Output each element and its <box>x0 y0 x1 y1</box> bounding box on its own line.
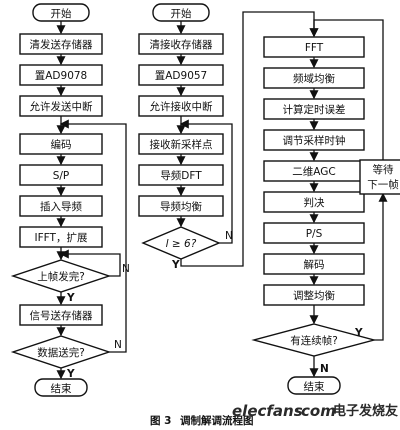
decode-label: 解码 <box>304 258 325 271</box>
pilot-eq-label: 导频均衡 <box>160 200 202 213</box>
insert-pilot-label: 插入导频 <box>40 200 82 213</box>
right-end-terminal <box>287 376 341 395</box>
watermark-com: com <box>301 402 336 420</box>
recv-sample-label: 接收新采样点 <box>150 138 213 151</box>
fft-label: FFT <box>305 42 324 54</box>
encode-label: 编码 <box>51 138 72 151</box>
left-end-terminal <box>34 378 88 397</box>
left-end-label: 结束 <box>51 382 72 395</box>
middle-n-label: N <box>225 230 233 242</box>
set-ad9057-label: 置AD9057 <box>155 70 208 82</box>
pilot-dft-label: 导频DFT <box>160 169 202 182</box>
caption-fig-number: 图 3 <box>150 415 171 427</box>
signal-to-mem-label: 信号送存储器 <box>30 309 93 322</box>
data-sent-done-label: 数据送完? <box>37 346 85 359</box>
wait-line1: 等待 <box>373 163 394 176</box>
middle-start-label: 开始 <box>171 7 192 20</box>
middle-flow: 开始 清接收存储器 置AD9057 允许接收中断 接收新采样点 导频DFT 导频… <box>138 3 319 271</box>
clear-send-label: 清发送存储器 <box>30 38 93 51</box>
watermark-cn: 电子发烧友 <box>333 403 398 419</box>
clear-recv-label: 清接收存储器 <box>150 38 213 51</box>
last-frame-sent-label: 上帧发完? <box>37 270 85 283</box>
ifft-label: IFFT，扩展 <box>35 231 88 244</box>
wait-next-frame-box <box>359 159 400 195</box>
timing-err-label: 计算定时误差 <box>283 103 346 116</box>
decide-label: 判决 <box>304 197 325 209</box>
right-y-label: Y <box>354 327 363 339</box>
watermark-dot: · <box>294 402 300 420</box>
watermark-brand: elecfans <box>232 402 303 420</box>
sp-label: S/P <box>53 170 70 182</box>
freq-eq-label: 频域均衡 <box>293 72 335 85</box>
agc2d-label: 二维AGC <box>292 165 335 178</box>
count-decision-label: l ≥ 6? <box>166 238 197 250</box>
right-end-label: 结束 <box>304 380 325 393</box>
enable-send-irq-label: 允许发送中断 <box>30 100 93 113</box>
left-start-label: 开始 <box>51 7 72 20</box>
right-flow: FFT 频域均衡 计算定时误差 调节采样时钟 二维AGC 判决 P/S 解码 调… <box>251 19 400 395</box>
left-y2-label: Y <box>66 368 75 380</box>
adj-eq-label: 调整均衡 <box>293 289 335 302</box>
ps-label: P/S <box>306 228 323 240</box>
left-flow: 开始 清发送存储器 置AD9078 允许发送中断 编码 S/P 插入导频 IFF… <box>10 3 130 397</box>
watermark-logo: elecfans · com 电子发烧友 <box>232 402 398 420</box>
caption-title: 调制解调流程图 <box>180 414 254 427</box>
left-n2-label: N <box>114 339 122 351</box>
middle-y-label: Y <box>171 259 180 271</box>
right-n-label: N <box>320 363 329 375</box>
adj-clock-label: 调节采样时钟 <box>283 134 346 147</box>
caption: 图 3 调制解调流程图 <box>150 414 254 427</box>
set-ad9078-label: 置AD9078 <box>35 70 88 82</box>
left-y1-label: Y <box>66 292 75 304</box>
wait-line2: 下一帧 <box>367 178 399 191</box>
continuous-frame-label: 有连续帧? <box>290 334 338 347</box>
enable-recv-irq-label: 允许接收中断 <box>150 100 213 113</box>
